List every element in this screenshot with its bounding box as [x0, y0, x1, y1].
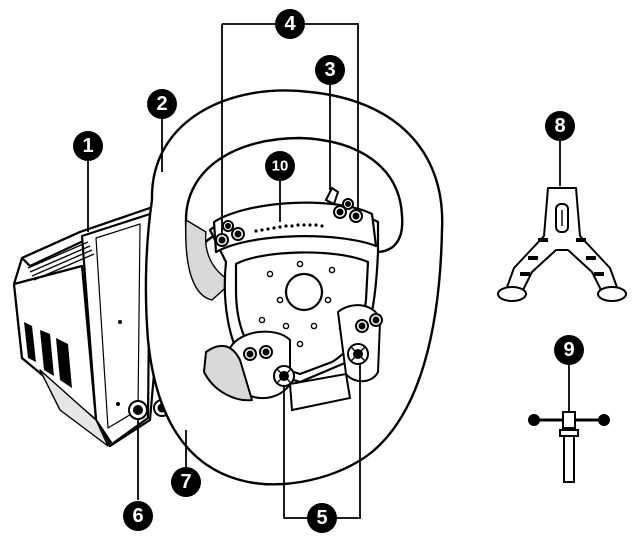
svg-text:5: 5: [316, 507, 327, 529]
lower-spoke: [288, 372, 352, 412]
svg-text:7: 7: [180, 471, 191, 493]
callout-10: 10: [265, 151, 295, 181]
svg-text:1: 1: [82, 135, 93, 157]
svg-text:9: 9: [563, 339, 574, 361]
svg-text:10: 10: [272, 158, 289, 175]
callout-8: 8: [545, 111, 575, 141]
svg-text:2: 2: [156, 93, 167, 115]
callout-3: 3: [315, 55, 345, 85]
top-left-buttons: [215, 220, 245, 247]
svg-text:8: 8: [554, 115, 565, 137]
accessory-t-tool: [528, 411, 610, 483]
callout-7: 7: [171, 467, 201, 497]
lower-right-grip: [337, 304, 383, 383]
callout-4: 4: [275, 9, 305, 39]
side-vent-slots: [24, 322, 72, 388]
callout-2: 2: [147, 89, 177, 119]
callout-9: 9: [554, 335, 584, 365]
top-vent: [27, 241, 95, 281]
svg-text:4: 4: [284, 13, 296, 35]
callout-5: 5: [307, 503, 337, 533]
callout-1: 1: [73, 131, 103, 161]
callout-6: 6: [123, 501, 153, 531]
led-strip: [254, 223, 324, 233]
lower-left-grip: [203, 330, 295, 402]
base-screws: [116, 320, 122, 406]
top-right-buttons: [324, 186, 363, 223]
svg-text:3: 3: [324, 59, 335, 81]
accessory-stand: [497, 187, 627, 302]
svg-text:6: 6: [132, 505, 143, 527]
